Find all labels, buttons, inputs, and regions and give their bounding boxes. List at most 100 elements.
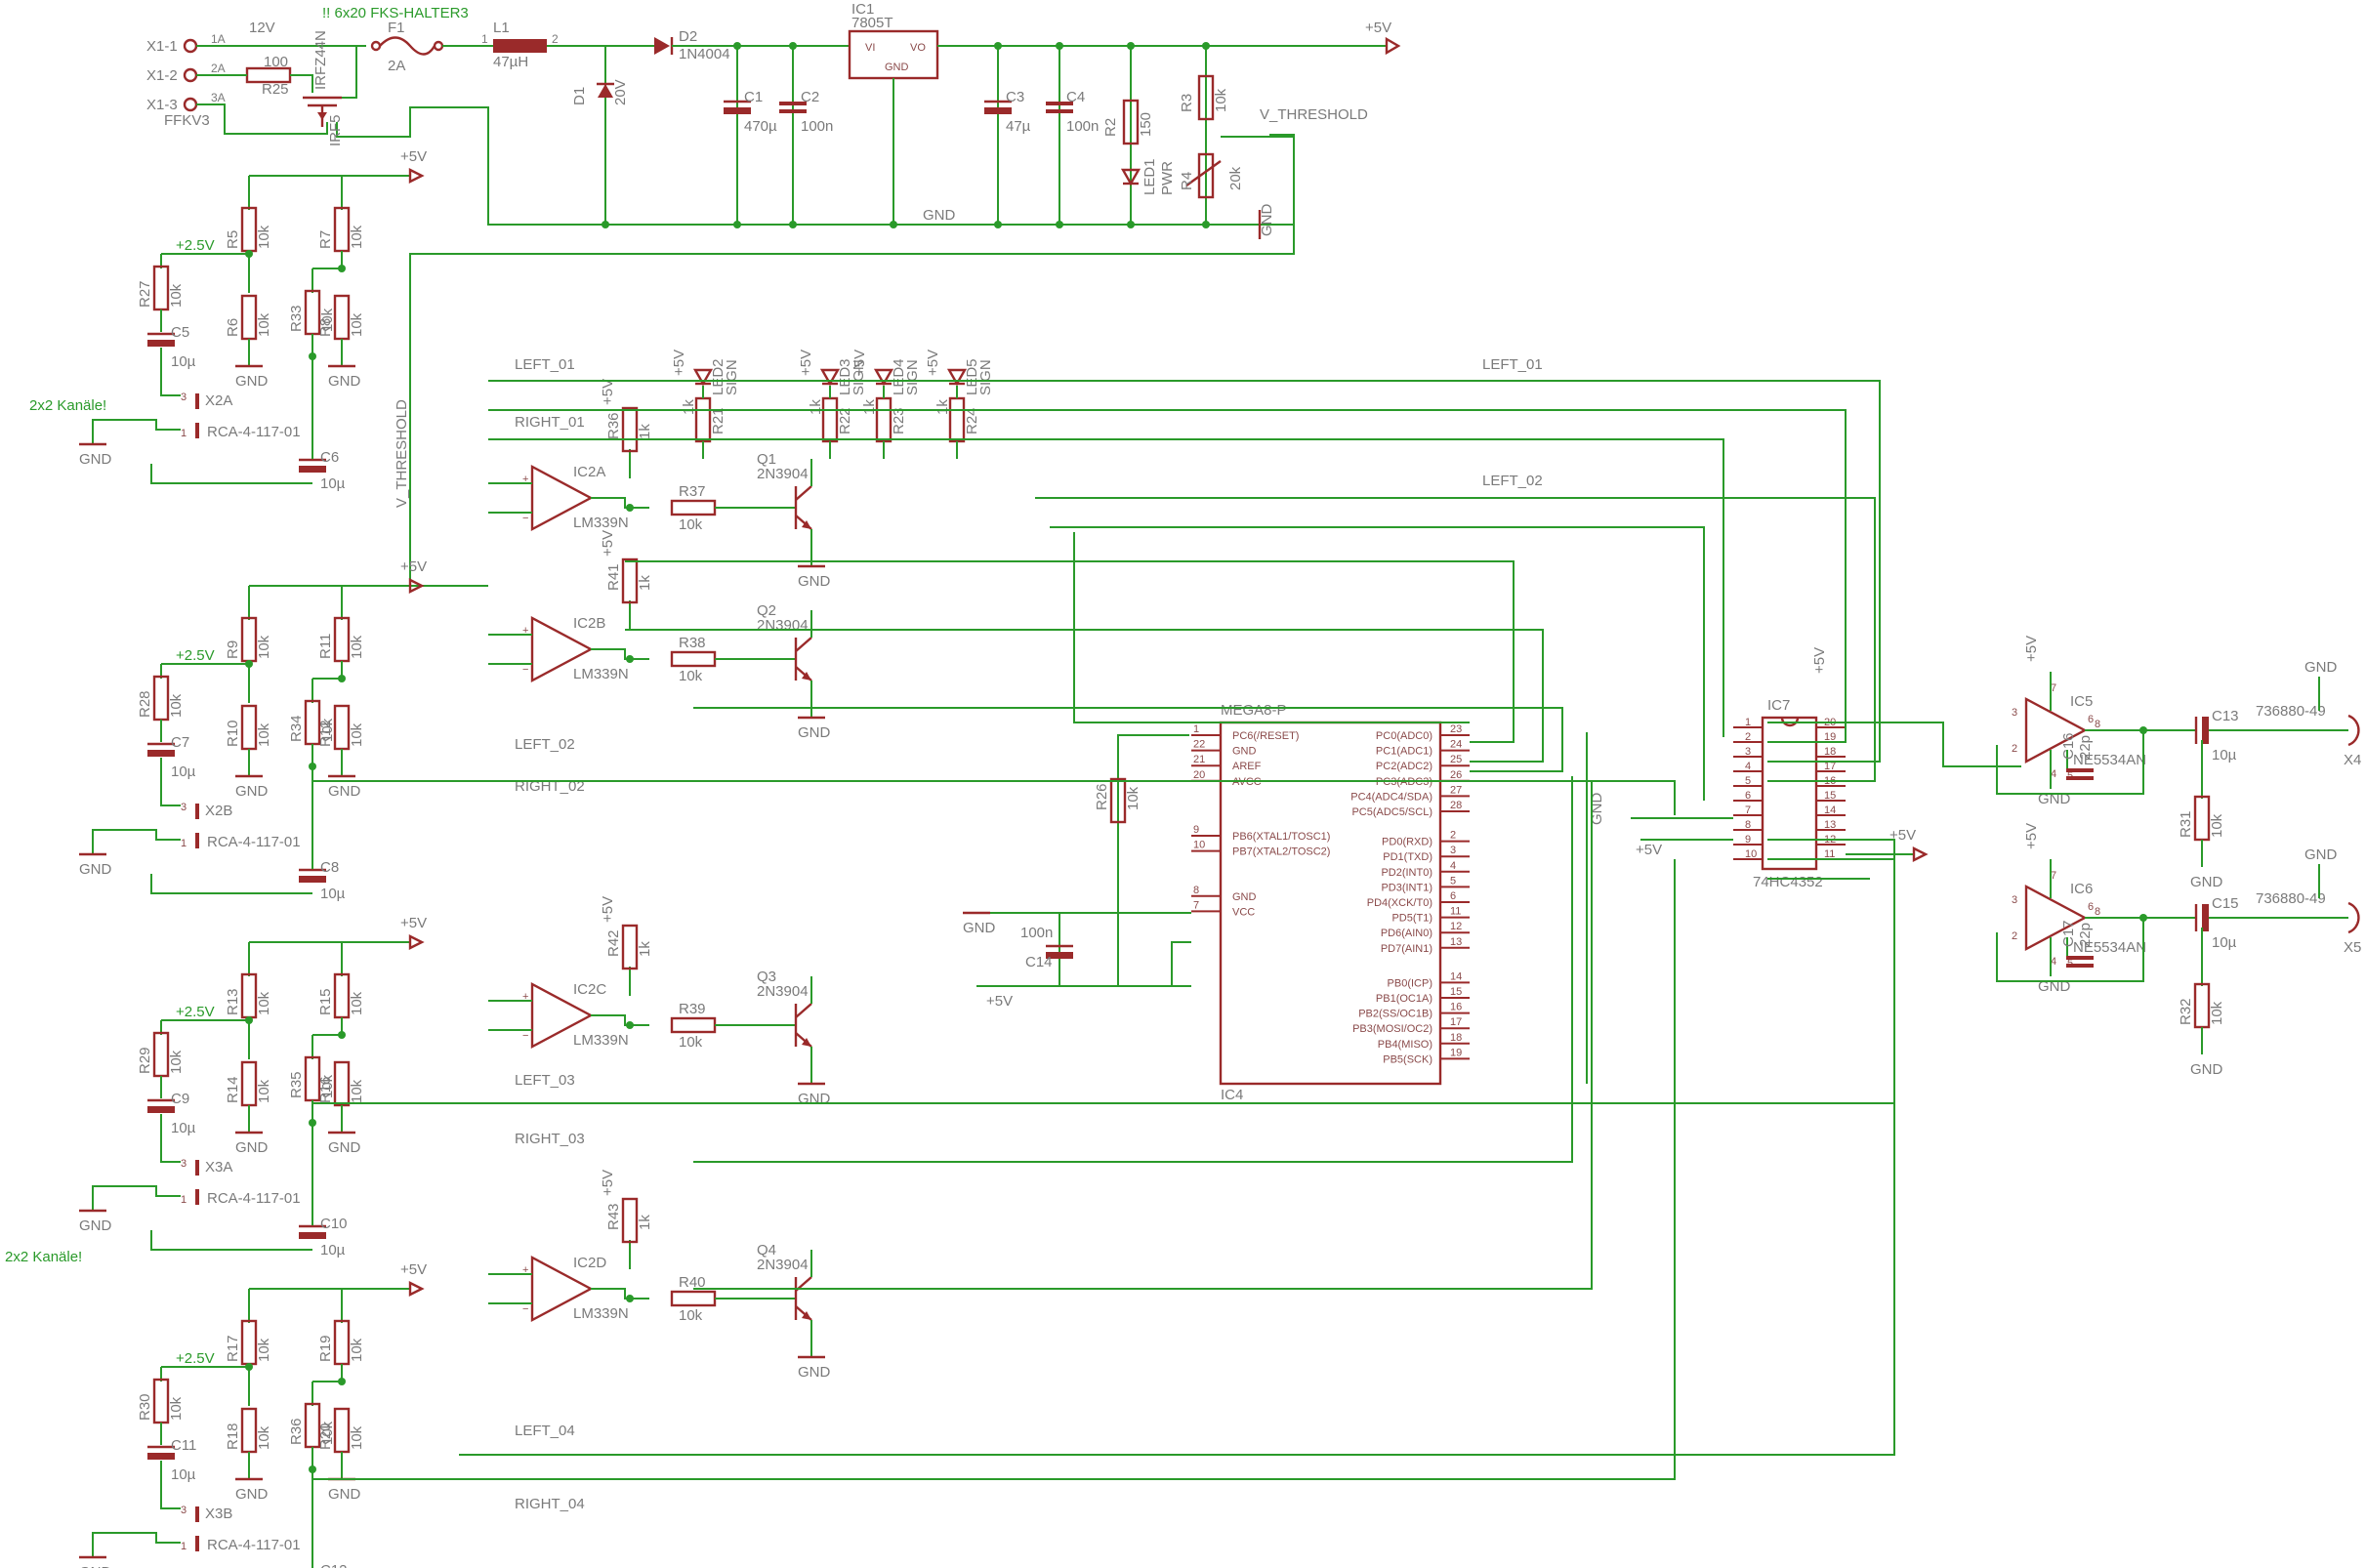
resistor-r24 (948, 396, 966, 443)
svg-text:10k: 10k (256, 991, 272, 1015)
svg-text:C11: C11 (171, 1437, 196, 1454)
comparator-value: LM339N (573, 666, 629, 682)
svg-text:R19: R19 (317, 1335, 334, 1362)
svg-text:10µ: 10µ (2212, 934, 2237, 951)
svg-text:R43: R43 (605, 1203, 622, 1230)
svg-text:24: 24 (1450, 739, 1462, 751)
svg-text:−: − (522, 1303, 528, 1315)
resistor-r8 (333, 294, 351, 341)
svg-text:10k: 10k (679, 668, 703, 684)
svg-text:18: 18 (1450, 1032, 1462, 1044)
connector-part: RCA-4-117-01 (207, 1537, 301, 1553)
svg-text:1k: 1k (637, 1215, 653, 1230)
svg-text:R21: R21 (710, 407, 726, 434)
svg-text:150: 150 (1138, 112, 1154, 137)
svg-text:6: 6 (2088, 901, 2094, 913)
svg-text:C10: C10 (320, 1216, 348, 1232)
connector-x1-3-pin (183, 97, 198, 112)
svg-text:2N3904: 2N3904 (757, 466, 809, 482)
svg-text:2N3904: 2N3904 (757, 983, 809, 1000)
mcu-name: MEGA8-P (1221, 702, 1287, 719)
resistor-r28 (152, 675, 170, 722)
resistor-r21 (694, 396, 712, 443)
svg-text:Q1: Q1 (757, 451, 776, 468)
x1-3-label: X1-3 (146, 97, 178, 113)
svg-text:1: 1 (1745, 717, 1751, 728)
svg-text:LED3: LED3 (837, 358, 853, 395)
svg-text:8: 8 (2095, 906, 2100, 918)
svg-text:R20: R20 (317, 1423, 334, 1450)
gnd-label: GND (235, 783, 269, 800)
net-left-03: LEFT_03 (515, 1072, 575, 1089)
svg-text:19: 19 (1824, 731, 1836, 743)
svg-text:2N3904: 2N3904 (757, 617, 809, 634)
gnd-label: GND (235, 1486, 269, 1503)
svg-text:10k: 10k (168, 1050, 185, 1074)
svg-text:10k: 10k (349, 1338, 365, 1362)
resistor-r22 (821, 396, 839, 443)
mcu-pin-label: PD3(INT1) (1381, 882, 1432, 893)
gnd-label: GND (328, 783, 361, 800)
svg-text:10µ: 10µ (171, 353, 196, 370)
svg-text:6: 6 (1450, 890, 1456, 902)
svg-text:R10: R10 (225, 720, 241, 747)
svg-text:11: 11 (1450, 906, 1461, 918)
svg-text:4: 4 (1450, 860, 1456, 872)
svg-text:26: 26 (1450, 769, 1462, 781)
connector-label: X2B (205, 803, 232, 819)
c4-value: 100n (1066, 118, 1099, 135)
svg-text:10k: 10k (679, 516, 703, 533)
zener-d1 (597, 82, 614, 98)
c3-label: C3 (1006, 89, 1024, 105)
svg-text:10k: 10k (256, 635, 272, 659)
opamp-ref: IC5 (2070, 693, 2093, 710)
net-left-02: LEFT_02 (515, 736, 575, 753)
svg-text:1: 1 (181, 428, 187, 439)
svg-text:10k: 10k (256, 312, 272, 337)
gnd-label: GND (328, 1486, 361, 1503)
svg-text:+: + (522, 625, 528, 637)
connector-part: RCA-4-117-01 (207, 424, 301, 440)
svg-text:2: 2 (552, 32, 559, 46)
svg-text:10k: 10k (256, 1425, 272, 1450)
svg-text:R36: R36 (288, 1418, 305, 1445)
connector-part: RCA-4-117-01 (207, 1190, 301, 1207)
resistor-r19 (333, 1319, 351, 1366)
svg-text:1: 1 (181, 1541, 187, 1552)
svg-text:10µ: 10µ (171, 1466, 196, 1483)
svg-text:R15: R15 (317, 988, 334, 1015)
resistor-r39 (670, 1016, 717, 1034)
d2-label: D2 (679, 28, 697, 45)
svg-text:SIGN: SIGN (977, 359, 994, 395)
svg-text:V_THRESHOLD: V_THRESHOLD (394, 399, 410, 508)
gnd-label: GND (235, 1139, 269, 1156)
resistor-r30 (152, 1378, 170, 1424)
resistor-r38 (670, 650, 717, 668)
mcu-pin-label: PB4(MISO) (1378, 1039, 1432, 1051)
svg-text:GND: GND (2038, 791, 2071, 807)
resistor-r14 (240, 1060, 258, 1107)
svg-text:10k: 10k (349, 1079, 365, 1103)
svg-text:SIGN: SIGN (851, 359, 867, 395)
q5-value: IRFZ44N (312, 30, 329, 90)
svg-text:R35: R35 (288, 1071, 305, 1098)
svg-text:10k: 10k (679, 1307, 703, 1324)
svg-text:R26: R26 (1094, 783, 1110, 810)
svg-text:4: 4 (2051, 768, 2056, 780)
mcu-pin-label: PD6(AIN0) (1381, 928, 1432, 939)
svg-text:3: 3 (181, 1505, 187, 1516)
svg-text:22p: 22p (2077, 735, 2094, 760)
svg-text:10µ: 10µ (2212, 747, 2237, 763)
svg-text:10k: 10k (319, 1421, 336, 1445)
svg-text:+5V: +5V (600, 1170, 616, 1196)
jack-value: 736880-49 (2256, 890, 2326, 907)
gnd-label: GND (235, 373, 269, 390)
pin-3a-label: 3A (211, 91, 226, 104)
svg-text:8: 8 (2095, 719, 2100, 730)
svg-text:R39: R39 (679, 1001, 706, 1017)
svg-text:5: 5 (1450, 875, 1456, 887)
svg-text:22p: 22p (2077, 923, 2094, 947)
svg-text:SIGN: SIGN (724, 359, 740, 395)
svg-text:7: 7 (2051, 870, 2056, 882)
